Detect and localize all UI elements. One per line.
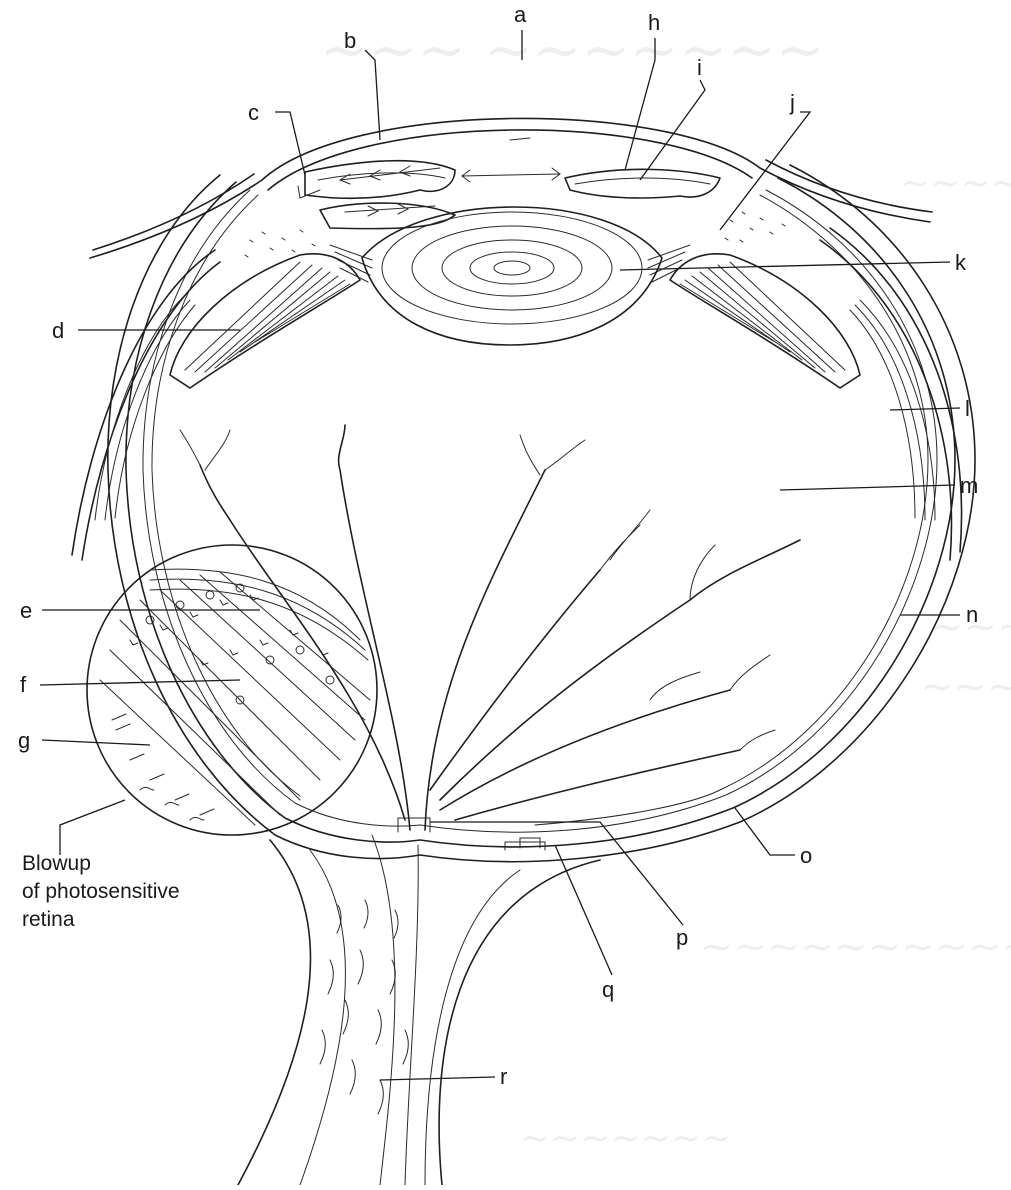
inset-caption-line-2: of photosensitive — [22, 880, 180, 903]
label-l: l — [965, 396, 970, 421]
svg-text:~~~ ~~~~~~~: ~~~ ~~~~~~~ — [320, 16, 824, 84]
label-i: i — [697, 55, 702, 80]
label-p: p — [676, 925, 688, 950]
svg-text:~~~~~: ~~~~~ — [900, 163, 1011, 204]
label-h: h — [648, 10, 660, 35]
svg-text:~~~: ~~~ — [920, 664, 1011, 710]
label-j: j — [789, 90, 795, 115]
label-a: a — [514, 2, 527, 27]
svg-text:~~~~~~~: ~~~~~~~ — [520, 1118, 731, 1159]
label-e: e — [20, 598, 32, 623]
label-k: k — [955, 250, 967, 275]
label-g: g — [18, 728, 30, 753]
inset-caption-line-1: Blowup — [22, 852, 91, 875]
svg-text:~~~~~~~~~~: ~~~~~~~~~~ — [700, 924, 1011, 970]
retinal-vessels — [180, 425, 800, 830]
retina-blowup-inset — [87, 545, 377, 835]
cornea — [262, 118, 760, 190]
inset-caption: Blowup of photosensitive retina — [22, 852, 180, 931]
label-q: q — [602, 977, 614, 1002]
label-d: d — [52, 318, 64, 343]
label-o: o — [800, 843, 812, 868]
ciliary-body — [170, 212, 860, 388]
conjunctiva — [72, 228, 962, 560]
label-b: b — [344, 28, 356, 53]
inset-caption-line-3: retina — [22, 908, 75, 931]
label-c: c — [248, 100, 259, 125]
iris — [298, 161, 720, 229]
extraocular-muscles — [95, 295, 935, 520]
label-m: m — [960, 473, 978, 498]
bleed-through-texture: ~~~ ~~~~~~~ ~~~~~ ~~~ ~~~ ~~~~~~~~~~ ~~~… — [320, 16, 1011, 1159]
label-r: r — [500, 1064, 507, 1089]
label-n: n — [966, 602, 978, 627]
label-f: f — [20, 672, 27, 697]
